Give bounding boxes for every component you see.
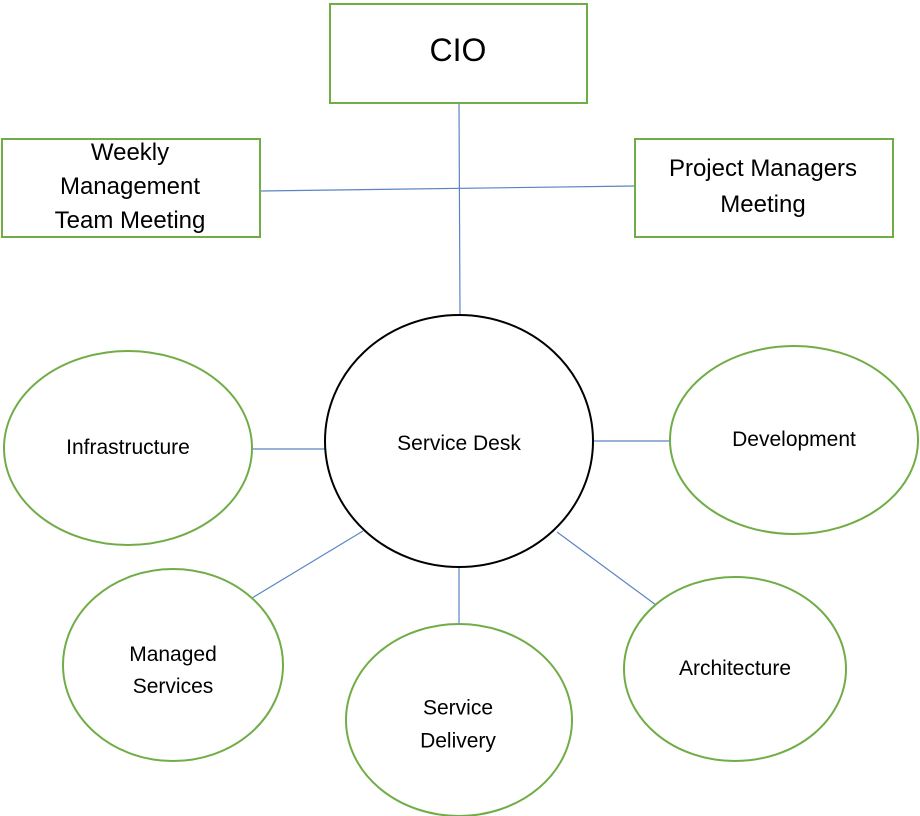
- architecture-label: Architecture: [679, 657, 791, 680]
- connector-service-desk-architecture: [556, 531, 657, 606]
- cio-label: CIO: [430, 32, 487, 68]
- development-label-line-1: Development: [732, 428, 856, 451]
- cio-label-line-1: CIO: [430, 32, 487, 68]
- development-node: Development: [669, 345, 919, 535]
- weekly-management-meeting-label-line-3: Team Meeting: [55, 207, 206, 234]
- service-delivery-label-line-2: Delivery: [420, 729, 496, 752]
- connector-cio-service-desk: [458, 102, 461, 316]
- cio-node: CIO: [329, 3, 588, 104]
- development-label: Development: [732, 428, 856, 451]
- project-managers-meeting-label-line-1: Project Managers: [669, 155, 857, 182]
- service-delivery-label-line-1: Service: [423, 696, 493, 719]
- service-desk-label-line-1: Service Desk: [397, 432, 521, 455]
- connectors: [250, 102, 670, 624]
- weekly-management-meeting-label-line-2: Management: [60, 173, 200, 200]
- infrastructure-label-line-1: Infrastructure: [66, 436, 190, 459]
- connector-weekly-pm: [259, 185, 636, 192]
- managed-services-label-line-1: Managed: [129, 643, 217, 666]
- connector-service-desk-managed-services: [251, 530, 364, 599]
- infrastructure-label: Infrastructure: [66, 436, 190, 459]
- architecture-label-line-1: Architecture: [679, 657, 791, 680]
- infrastructure-node: Infrastructure: [3, 350, 253, 546]
- project-managers-meeting-label-line-2: Meeting: [720, 191, 805, 218]
- weekly-management-meeting-label-line-1: Weekly: [91, 139, 169, 166]
- architecture-node: Architecture: [623, 576, 847, 762]
- service-desk-node: Service Desk: [324, 314, 594, 568]
- managed-services-label-line-2: Services: [133, 675, 214, 698]
- service-desk-label: Service Desk: [397, 432, 521, 455]
